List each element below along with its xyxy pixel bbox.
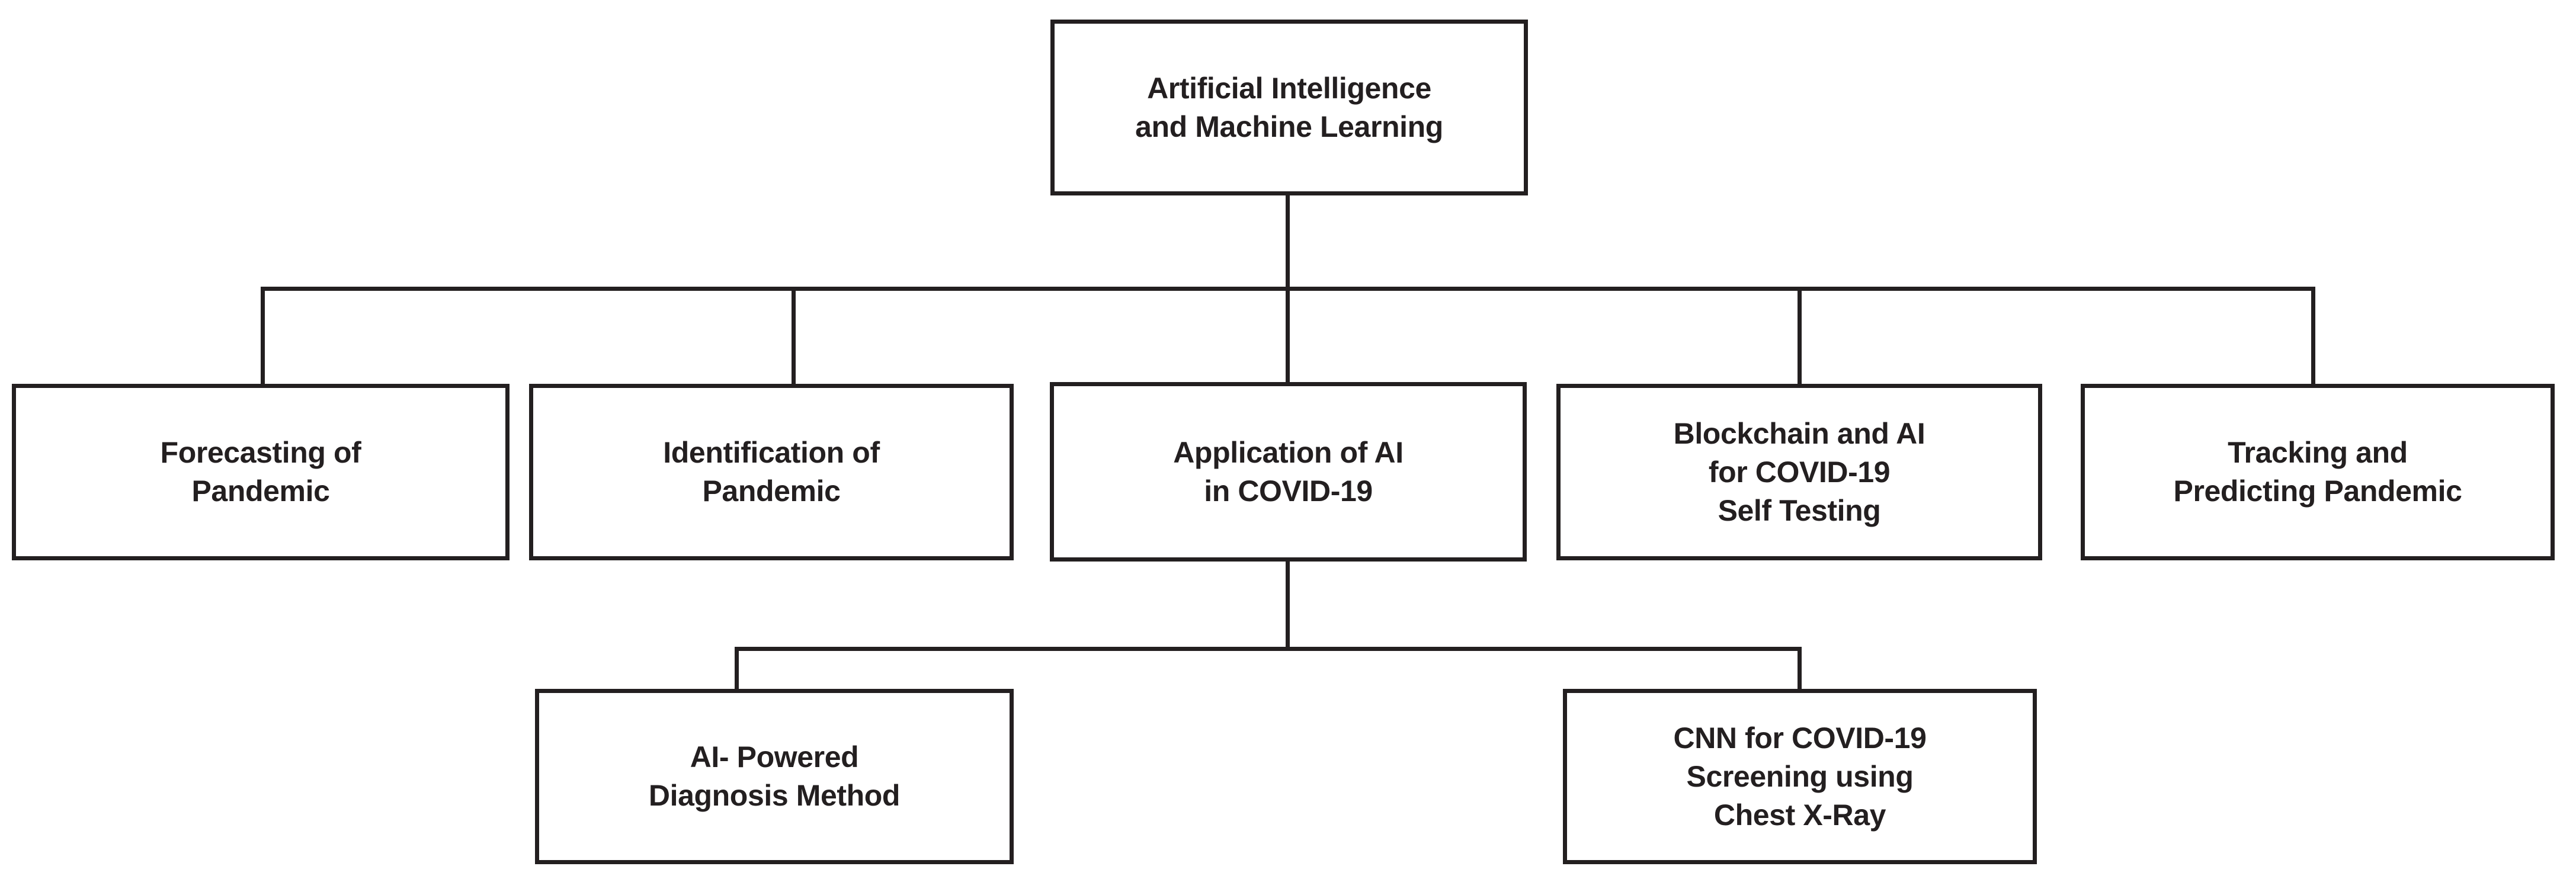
connector-drop-child2 <box>792 287 796 385</box>
node-root[interactable]: Artificial Intelligence and Machine Lear… <box>1050 20 1528 195</box>
connector-root-stem <box>1286 194 1290 291</box>
connector-drop-child3 <box>1286 287 1290 382</box>
node-tracking-and-predicting-pandemic[interactable]: Tracking and Predicting Pandemic <box>2081 384 2555 560</box>
connector-drop-grandchild1 <box>735 647 739 691</box>
connector-drop-child1 <box>261 287 265 385</box>
node-forecasting-of-pandemic-label: Forecasting of Pandemic <box>160 436 361 508</box>
node-forecasting-of-pandemic[interactable]: Forecasting of Pandemic <box>12 384 510 560</box>
node-ai-powered-diagnosis-method[interactable]: AI- Powered Diagnosis Method <box>535 689 1014 864</box>
node-identification-of-pandemic-label: Identification of Pandemic <box>663 436 880 508</box>
connector-drop-child4 <box>1798 287 1802 385</box>
connector-child3-stem <box>1286 562 1290 649</box>
connector-drop-child5 <box>2311 287 2315 385</box>
connector-level2-bus <box>735 647 1802 651</box>
node-cnn-covid19-screening-chest-xray-label: CNN for COVID-19 Screening using Chest X… <box>1673 721 1927 832</box>
node-blockchain-and-ai-self-testing-label: Blockchain and AI for COVID-19 Self Test… <box>1673 416 1925 527</box>
connector-drop-grandchild2 <box>1798 647 1802 691</box>
node-identification-of-pandemic[interactable]: Identification of Pandemic <box>529 384 1014 560</box>
node-application-of-ai-in-covid19[interactable]: Application of AI in COVID-19 <box>1050 382 1527 562</box>
node-root-label: Artificial Intelligence and Machine Lear… <box>1135 71 1443 143</box>
node-blockchain-and-ai-self-testing[interactable]: Blockchain and AI for COVID-19 Self Test… <box>1556 384 2042 560</box>
node-application-of-ai-in-covid19-label: Application of AI in COVID-19 <box>1173 435 1404 508</box>
node-cnn-covid19-screening-chest-xray[interactable]: CNN for COVID-19 Screening using Chest X… <box>1563 689 2037 864</box>
node-tracking-and-predicting-pandemic-label: Tracking and Predicting Pandemic <box>2173 436 2462 508</box>
node-ai-powered-diagnosis-method-label: AI- Powered Diagnosis Method <box>648 740 901 812</box>
